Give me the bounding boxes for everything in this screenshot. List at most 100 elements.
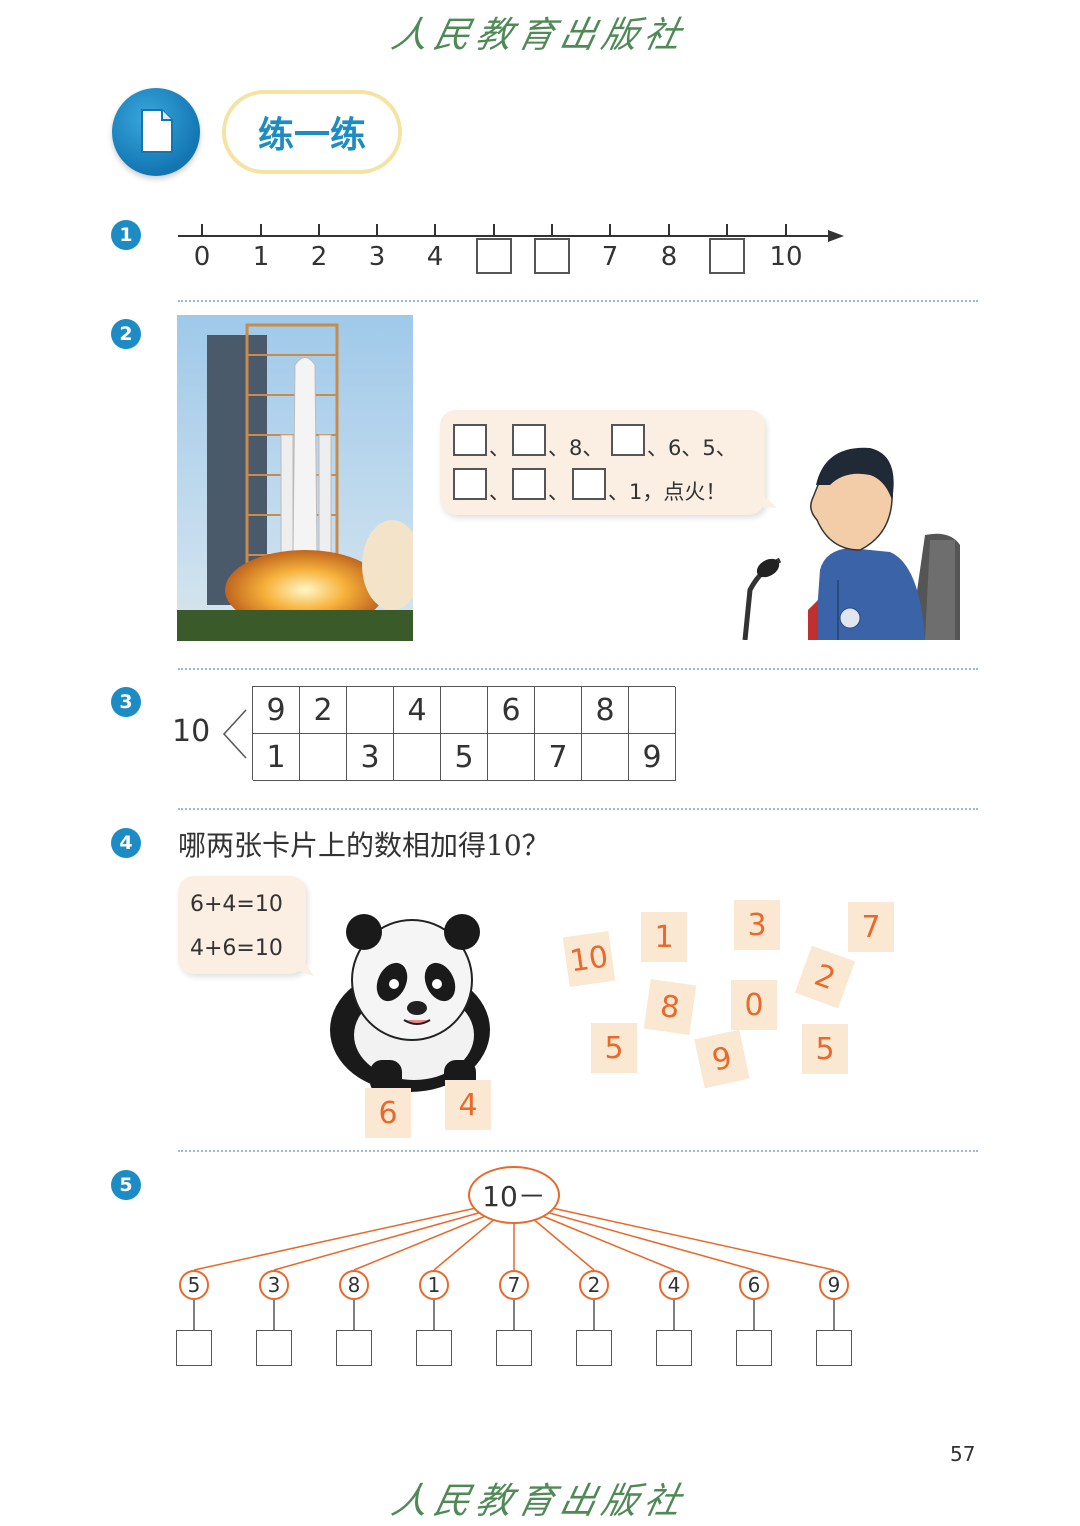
tick-label-0: 0 xyxy=(193,242,211,272)
grid-blank-cell[interactable] xyxy=(347,687,394,734)
number-card[interactable]: 7 xyxy=(848,902,894,952)
decompose-grid: 9 2 4 6 8 1 3 5 7 9 xyxy=(252,686,676,781)
answer-box-6[interactable] xyxy=(534,238,570,274)
countdown-box-3[interactable] xyxy=(512,468,546,500)
countdown-sep: 、 xyxy=(489,480,510,504)
grid-cell: 1 xyxy=(253,734,300,781)
decompose-total: 10 xyxy=(172,714,211,749)
grid-blank-cell[interactable] xyxy=(300,734,347,781)
tree-answer-box[interactable] xyxy=(416,1330,452,1366)
rocket-launch-photo xyxy=(177,315,413,641)
answer-box-9[interactable] xyxy=(709,238,745,274)
tick-label-7: 7 xyxy=(601,242,619,272)
countdown-text-6-5: 、6、5、 xyxy=(647,436,737,460)
countdown-text-8: 、8、 xyxy=(548,436,604,460)
tick-label-1: 1 xyxy=(252,242,270,272)
tree-node: 5 xyxy=(179,1270,209,1300)
grid-blank-cell[interactable] xyxy=(535,687,582,734)
tree-answer-box[interactable] xyxy=(736,1330,772,1366)
publisher-header: 人民教育出版社 xyxy=(387,15,691,56)
grid-cell: 4 xyxy=(394,687,441,734)
panda-illustration xyxy=(330,914,490,1094)
panda-card: 6 xyxy=(365,1088,411,1138)
countdown-sep: 、 xyxy=(548,480,569,504)
tree-answer-box[interactable] xyxy=(256,1330,292,1366)
number-card[interactable]: 10 xyxy=(562,931,616,987)
tick-label-4: 4 xyxy=(426,242,444,272)
example-equation-1: 6+4=10 xyxy=(190,892,283,917)
question-number-3: 3 xyxy=(111,687,141,717)
question-number-1: 1 xyxy=(111,220,141,250)
tree-node: 9 xyxy=(819,1270,849,1300)
publisher-footer: 人民教育出版社 xyxy=(387,1481,691,1522)
tick-label-3: 3 xyxy=(368,242,386,272)
tree-node: 6 xyxy=(739,1270,769,1300)
countdown-box-7[interactable] xyxy=(611,424,645,456)
grid-cell: 8 xyxy=(582,687,629,734)
countdown-box-9[interactable] xyxy=(512,424,546,456)
number-card[interactable]: 0 xyxy=(731,980,777,1030)
tree-root: 10－ xyxy=(468,1166,560,1224)
tick-label-2: 2 xyxy=(310,242,328,272)
document-icon xyxy=(112,88,200,176)
countdown-box-2[interactable] xyxy=(572,468,606,500)
tree-answer-box[interactable] xyxy=(336,1330,372,1366)
section-title: 练一练 xyxy=(222,90,402,174)
grid-cell: 6 xyxy=(488,687,535,734)
grid-cell: 9 xyxy=(629,734,676,781)
grid-cell: 2 xyxy=(300,687,347,734)
tick-label-8: 8 xyxy=(660,242,678,272)
divider xyxy=(178,300,978,302)
grid-cell: 3 xyxy=(347,734,394,781)
grid-blank-cell[interactable] xyxy=(582,734,629,781)
split-bracket xyxy=(222,709,247,759)
question-number-2: 2 xyxy=(111,319,141,349)
countdown-box-4[interactable] xyxy=(453,468,487,500)
question-4-text: 哪两张卡片上的数相加得10？ xyxy=(178,829,550,862)
question-number-5: 5 xyxy=(111,1170,141,1200)
tree-node: 8 xyxy=(339,1270,369,1300)
divider xyxy=(178,808,978,810)
bubble-tail xyxy=(755,488,777,508)
panda-card: 4 xyxy=(445,1080,491,1130)
grid-blank-cell[interactable] xyxy=(629,687,676,734)
number-line xyxy=(178,224,844,242)
tree-node: 4 xyxy=(659,1270,689,1300)
divider xyxy=(178,668,978,670)
grid-cell: 9 xyxy=(253,687,300,734)
tree-answer-box[interactable] xyxy=(576,1330,612,1366)
grid-blank-cell[interactable] xyxy=(394,734,441,781)
tree-lines xyxy=(193,1207,835,1330)
number-card[interactable]: 2 xyxy=(794,945,856,1009)
countdown-text-ignite: 、1，点火！ xyxy=(608,480,727,504)
number-card[interactable]: 9 xyxy=(694,1029,750,1089)
grid-cell: 5 xyxy=(441,734,488,781)
grid-cell: 7 xyxy=(535,734,582,781)
bubble-tail xyxy=(296,950,314,976)
page-number: 57 xyxy=(950,1442,976,1466)
number-card[interactable]: 3 xyxy=(734,900,780,950)
tree-answer-box[interactable] xyxy=(656,1330,692,1366)
countdown-sep: 、 xyxy=(489,436,510,460)
tree-node: 2 xyxy=(579,1270,609,1300)
example-equation-2: 4+6=10 xyxy=(190,936,283,961)
tree-node: 1 xyxy=(419,1270,449,1300)
tree-answer-box[interactable] xyxy=(816,1330,852,1366)
number-card[interactable]: 5 xyxy=(802,1024,848,1074)
countdown-box-10[interactable] xyxy=(453,424,487,456)
question-number-4: 4 xyxy=(111,828,141,858)
tree-node: 3 xyxy=(259,1270,289,1300)
tree-answer-box[interactable] xyxy=(176,1330,212,1366)
tree-node: 7 xyxy=(499,1270,529,1300)
number-card[interactable]: 1 xyxy=(641,912,687,962)
grid-blank-cell[interactable] xyxy=(441,687,488,734)
example-bubble xyxy=(178,876,306,974)
divider xyxy=(178,1150,978,1152)
answer-box-5[interactable] xyxy=(476,238,512,274)
number-card[interactable]: 8 xyxy=(643,979,697,1035)
astronaut-illustration xyxy=(742,447,960,640)
grid-blank-cell[interactable] xyxy=(488,734,535,781)
tree-answer-box[interactable] xyxy=(496,1330,532,1366)
tick-label-10: 10 xyxy=(769,242,803,272)
number-card[interactable]: 5 xyxy=(591,1023,637,1073)
